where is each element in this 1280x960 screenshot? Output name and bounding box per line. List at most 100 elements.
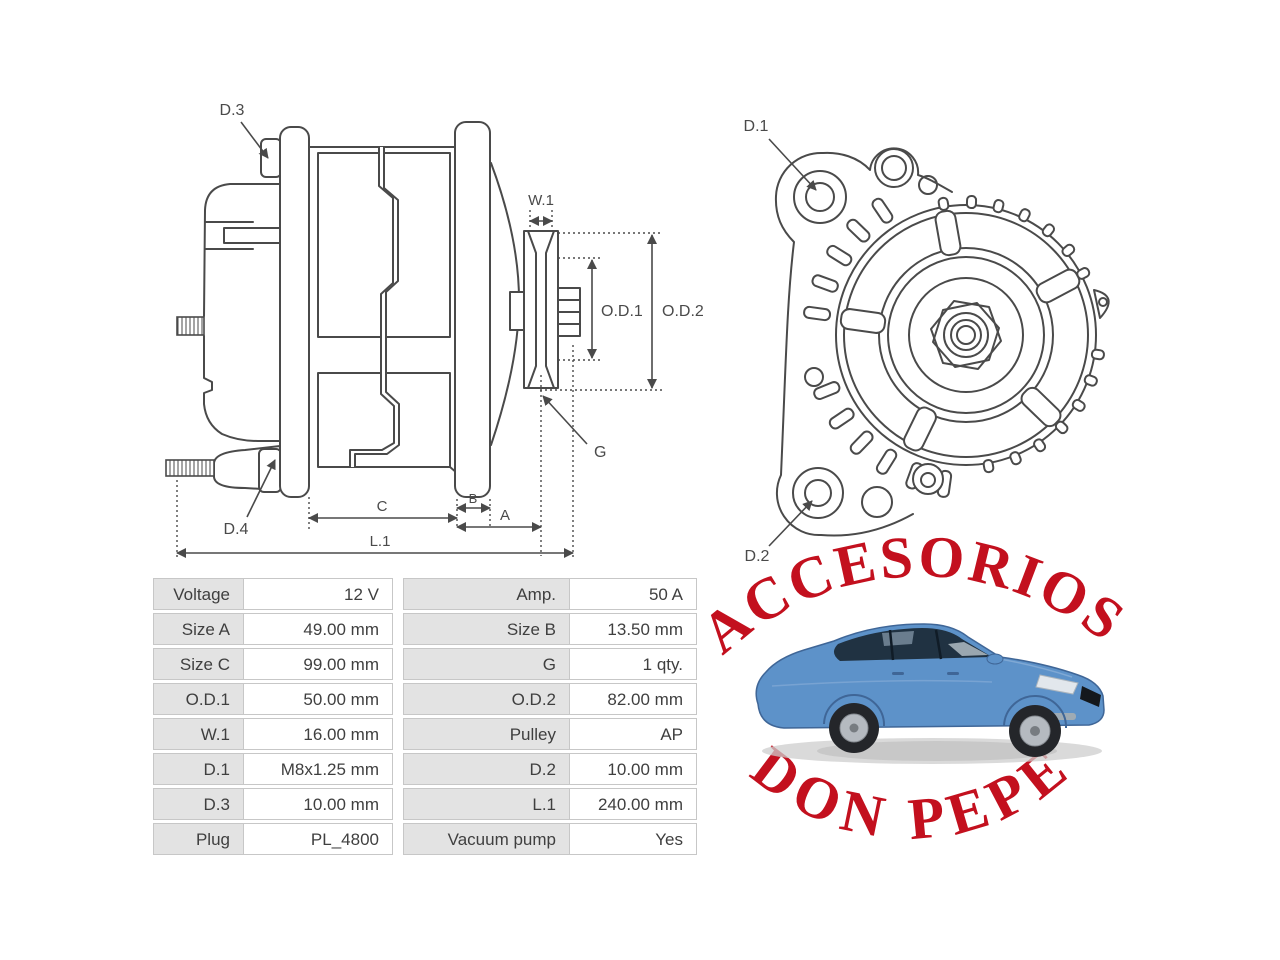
spec-label-cell: Pulley <box>403 718 569 750</box>
car-hood-crease <box>999 658 1073 678</box>
dim-label-d3: D.3 <box>220 102 245 119</box>
upper-small-hole <box>918 175 938 195</box>
spec-label-cell: O.D.1 <box>153 683 243 715</box>
front-face-ring-outer <box>878 247 1054 423</box>
housing-split-line-rear <box>349 146 395 468</box>
d4-leader-line <box>246 459 276 518</box>
car-grille <box>1080 686 1101 707</box>
mount-ear-top <box>260 138 282 178</box>
car-front-wheel <box>1009 705 1061 757</box>
rear-housing-outline <box>203 183 281 442</box>
spec-label-cell: Size A <box>153 613 243 645</box>
spec-value-cell: 49.00 mm <box>243 613 393 645</box>
spec-value-cell: 10.00 mm <box>569 753 697 785</box>
shaft <box>509 291 525 331</box>
car-side-crease <box>771 679 993 687</box>
spec-label-cell: Size C <box>153 648 243 680</box>
spec-label-cell: W.1 <box>153 718 243 750</box>
spec-label-cell: D.1 <box>153 753 243 785</box>
alternator-front-view-drawing: D.1 D.2 <box>744 118 1110 565</box>
car-headlight <box>1035 674 1079 695</box>
spec-value-cell: AP <box>569 718 697 750</box>
mount-hole-bottom <box>804 479 832 507</box>
car-door-handle-rear <box>892 672 904 675</box>
front-face-ring-inner <box>887 256 1045 414</box>
spec-label-cell: D.2 <box>403 753 569 785</box>
upper-boss-hole <box>881 155 907 181</box>
hub-boss-ring <box>908 277 1024 393</box>
d1-leader-line <box>768 138 817 191</box>
dim-label-b: B <box>469 491 478 506</box>
side-flange-tab <box>1093 289 1110 319</box>
upper-boss-ring <box>874 148 914 188</box>
dim-label-od2: O.D.2 <box>662 303 704 320</box>
terminal-stud-lower <box>165 459 215 477</box>
dim-label-d1: D.1 <box>744 118 769 135</box>
spec-value-cell: 240.00 mm <box>569 788 697 820</box>
shaft-washer-hex <box>932 302 1000 368</box>
fan-spokes <box>839 209 1081 452</box>
car-door-handle-front <box>947 672 959 675</box>
spec-value-cell: 50.00 mm <box>243 683 393 715</box>
rim-vent-bumps <box>937 195 1105 474</box>
shaft-nut-threads <box>557 299 581 325</box>
d3-leader-line <box>240 121 269 159</box>
dim-label-l1: L.1 <box>370 533 391 550</box>
spec-label-cell: Vacuum pump <box>403 823 569 855</box>
spec-value-cell: PL_4800 <box>243 823 393 855</box>
terminal-stud-upper <box>176 316 205 336</box>
mount-hole-top <box>805 182 835 212</box>
dim-label-c: C <box>377 498 388 515</box>
left-edge-hole <box>804 367 824 387</box>
car-illustration <box>755 623 1105 764</box>
spec-value-cell: M8x1.25 mm <box>243 753 393 785</box>
spec-label-cell: G <box>403 648 569 680</box>
mount-hole-bottom-ring <box>792 467 844 519</box>
spec-label-cell: Size B <box>403 613 569 645</box>
car-pillars <box>888 629 943 661</box>
pulley <box>523 230 559 389</box>
spec-label-cell: L.1 <box>403 788 569 820</box>
l1-extension-lines <box>176 345 574 560</box>
dim-label-od1: O.D.1 <box>601 303 643 320</box>
spec-value-cell: 50 A <box>569 578 697 610</box>
od2-extension-lines <box>540 232 663 391</box>
shaft-bore <box>956 325 976 345</box>
d2-leader-line <box>768 500 813 547</box>
spec-label-cell: D.3 <box>153 788 243 820</box>
lower-boss-hole <box>861 486 893 518</box>
car-wheel-arches <box>823 694 1068 729</box>
dim-label-g: G <box>594 444 606 461</box>
dim-label-a: A <box>500 507 510 524</box>
bottom-tab-hole <box>920 472 936 488</box>
spec-value-cell: 99.00 mm <box>243 648 393 680</box>
front-bracket-bar <box>454 121 491 498</box>
car-mirror <box>986 653 1004 665</box>
spec-value-cell: 12 V <box>243 578 393 610</box>
car-shadow-inner <box>817 741 1057 761</box>
side-flange-hole <box>1098 297 1108 307</box>
rear-bracket-bar <box>279 126 310 498</box>
spec-label-cell: Plug <box>153 823 243 855</box>
rear-housing-ledges <box>204 221 254 250</box>
car-window-reflection <box>882 631 914 646</box>
connector-slot <box>223 227 281 244</box>
g-leader-line <box>542 395 588 445</box>
spec-label-cell: O.D.2 <box>403 683 569 715</box>
dim-label-d4: D.4 <box>224 521 249 538</box>
spec-value-cell: 1 qty. <box>569 648 697 680</box>
pulley-groove <box>527 230 555 389</box>
spec-value-cell: 16.00 mm <box>243 718 393 750</box>
spec-label-cell: Voltage <box>153 578 243 610</box>
housing-split-line-front <box>354 146 400 468</box>
car-rear-wheel <box>829 703 879 753</box>
stator-ring-inner <box>843 212 1089 458</box>
table-gap <box>393 578 403 610</box>
dim-label-w1: W.1 <box>528 192 554 209</box>
nut-ring-outer <box>943 312 989 358</box>
spec-value-cell: 10.00 mm <box>243 788 393 820</box>
mount-hole-top-ring <box>793 170 847 224</box>
od1-extension-lines <box>558 257 600 361</box>
spec-value-cell: 13.50 mm <box>569 613 697 645</box>
